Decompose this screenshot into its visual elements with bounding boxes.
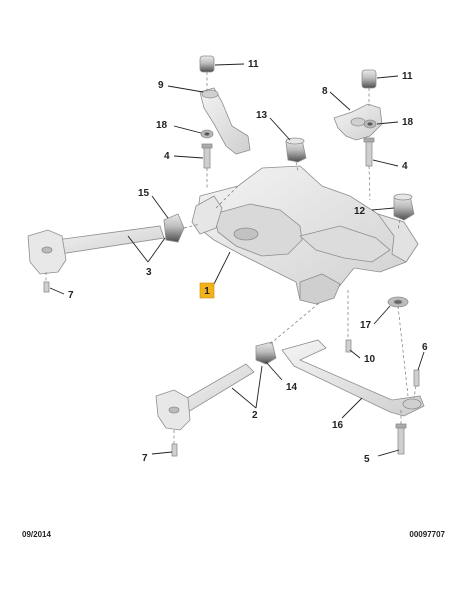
bolt-7-upper <box>43 281 50 293</box>
bolt-7-lower <box>171 443 178 457</box>
stabilizer-bar-16 <box>281 339 425 417</box>
diagram-reference-number: 00097707 <box>409 530 445 539</box>
bushing-14 <box>255 341 277 365</box>
bushing-15 <box>163 213 185 243</box>
callout-9: 9 <box>158 80 164 91</box>
callout-4-left: 4 <box>164 151 170 162</box>
leader-lines <box>49 63 425 457</box>
callout-10: 10 <box>364 354 376 365</box>
callout-1: 1 <box>204 286 210 297</box>
callout-7-lower: 7 <box>142 453 148 464</box>
callout-7-upper: 7 <box>68 290 74 301</box>
callout-14: 14 <box>286 382 298 393</box>
bolt-6 <box>413 369 420 387</box>
bolt-10 <box>345 339 352 353</box>
tie-bar-3 <box>27 225 165 275</box>
callout-18-right: 18 <box>402 117 414 128</box>
bushing-17 <box>387 296 409 308</box>
callout-15: 15 <box>138 188 150 199</box>
assembly-lines <box>45 72 417 444</box>
left-arm-bracket <box>199 87 251 155</box>
callout-2: 2 <box>252 410 258 421</box>
callout-8: 8 <box>322 86 328 97</box>
diagram-date: 09/2014 <box>22 530 51 539</box>
callout-6: 6 <box>422 342 428 353</box>
bushing-11-right <box>361 69 377 89</box>
callout-4-right: 4 <box>402 161 408 172</box>
washer-18-right <box>363 119 377 129</box>
callout-16: 16 <box>332 420 344 431</box>
bushing-13 <box>285 137 307 163</box>
callout-5: 5 <box>364 454 370 465</box>
callout-13: 13 <box>256 110 268 121</box>
bolt-4-left <box>201 143 213 169</box>
callout-11-left: 11 <box>248 59 259 70</box>
callout-18-left: 18 <box>156 120 168 131</box>
bolt-5 <box>395 423 407 455</box>
callout-labels: 1 11 9 18 4 13 11 8 18 4 12 15 3 7 17 10… <box>68 59 428 465</box>
callout-3: 3 <box>146 267 152 278</box>
callout-1-highlight <box>199 282 215 299</box>
subframe-crossmember <box>191 165 419 305</box>
bushing-12 <box>393 193 415 221</box>
callout-17: 17 <box>360 320 372 331</box>
bushing-11-left <box>199 55 215 73</box>
callout-12: 12 <box>354 206 366 217</box>
washer-18-left <box>200 129 214 139</box>
bolt-4-right <box>363 137 375 167</box>
callout-11-right: 11 <box>402 71 413 82</box>
tie-bar-2 <box>155 363 255 431</box>
